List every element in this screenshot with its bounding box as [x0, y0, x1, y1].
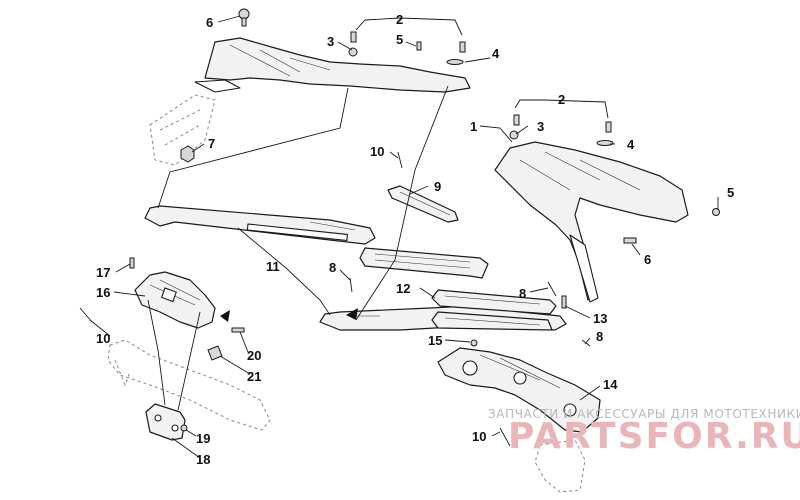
channel-bracket — [359, 247, 489, 279]
callout-18: 18 — [196, 452, 210, 467]
side-panel-left — [194, 37, 471, 93]
callout-7: 7 — [208, 136, 215, 151]
leader-lines — [89, 15, 719, 459]
callout-10: 10 — [472, 429, 486, 444]
hardware — [79, 8, 720, 447]
callout-16: 16 — [96, 285, 110, 300]
watermark: ЗАПЧАСТИ И АКСЕССУАРЫ ДЛЯ МОТОТЕХНИКИ PA… — [488, 407, 800, 457]
callout-2: 2 — [396, 12, 403, 27]
callout-14: 14 — [603, 377, 618, 392]
callout-8: 8 — [519, 286, 526, 301]
callout-6: 6 — [644, 252, 651, 267]
callout-12: 12 — [396, 281, 410, 296]
callout-6: 6 — [206, 15, 213, 30]
callout-17: 17 — [96, 265, 110, 280]
callout-8: 8 — [596, 329, 603, 344]
callout-20: 20 — [247, 348, 261, 363]
base-bracket — [437, 347, 601, 433]
callout-5: 5 — [396, 32, 403, 47]
callout-4: 4 — [492, 46, 500, 61]
callout-19: 19 — [196, 431, 210, 446]
watermark-tagline: ЗАПЧАСТИ И АКСЕССУАРЫ ДЛЯ МОТОТЕХНИКИ — [488, 407, 800, 421]
small-plate — [145, 403, 186, 441]
callout-15: 15 — [428, 333, 442, 348]
callout-labels: 6 2 3 5 4 7 2 1 3 4 10 9 5 6 11 8 17 16 … — [96, 12, 734, 467]
stiffener-plate — [387, 185, 459, 223]
callout-10: 10 — [370, 144, 384, 159]
side-panel-right — [494, 141, 689, 303]
mount-bracket-left — [134, 271, 230, 329]
callout-9: 9 — [434, 179, 441, 194]
callout-8: 8 — [329, 260, 336, 275]
callout-3: 3 — [327, 34, 334, 49]
callout-2: 2 — [558, 92, 565, 107]
lower-channel-bracket — [431, 289, 557, 331]
ghost-chassis-outlines — [107, 94, 586, 493]
callout-11: 11 — [266, 259, 280, 274]
callout-5: 5 — [727, 185, 734, 200]
direction-arrow — [346, 308, 358, 320]
upper-rail — [144, 205, 376, 245]
callout-4: 4 — [627, 137, 635, 152]
callout-13: 13 — [593, 311, 607, 326]
watermark-logo: PARTSFOR.RU — [508, 416, 800, 457]
callout-1: 1 — [470, 119, 477, 134]
callout-3: 3 — [537, 119, 544, 134]
callout-21: 21 — [247, 369, 261, 384]
callout-10: 10 — [96, 331, 110, 346]
